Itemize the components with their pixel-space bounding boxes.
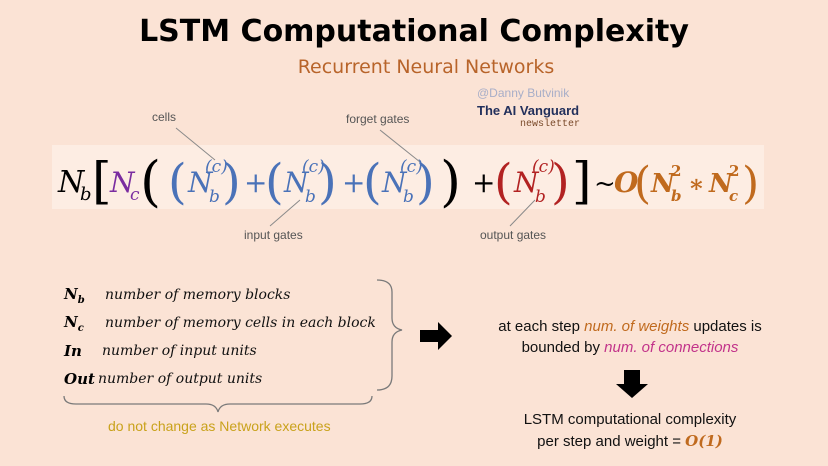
formula-rbracket: ] bbox=[572, 152, 592, 210]
formula-t2-n: N bbox=[283, 166, 310, 199]
arrow-right-icon bbox=[420, 322, 452, 350]
def-symbol-nb: Nb bbox=[64, 285, 85, 306]
callout-line-input bbox=[269, 199, 301, 227]
formula-o-nb-sub: b bbox=[671, 187, 682, 205]
callout-output-gates: output gates bbox=[480, 228, 547, 242]
definitions-under-brace bbox=[63, 395, 373, 413]
formula-t3-n: N bbox=[381, 166, 408, 199]
formula-o-star: ∗ bbox=[688, 169, 705, 198]
formula-band bbox=[52, 145, 764, 209]
formula-t2-sub: b bbox=[305, 187, 316, 207]
formula-t3-sup: (c) bbox=[400, 157, 423, 177]
watermark-brand: The AI Vanguard bbox=[477, 103, 580, 118]
formula-t4-rp: ) bbox=[551, 154, 570, 210]
formula-o-nb: N bbox=[650, 169, 676, 199]
formula-o-nb-sq: 2 bbox=[671, 162, 681, 180]
formula-tilde: ~ bbox=[594, 169, 616, 199]
arrow-down-icon bbox=[616, 370, 648, 398]
definition-row-nc: Nc bbox=[64, 313, 84, 334]
right-line-1: at each step num. of weights updates is bbox=[498, 318, 762, 335]
def-symbol-nc: Nc bbox=[64, 313, 84, 334]
page-subtitle: Recurrent Neural Networks bbox=[297, 56, 555, 78]
definition-row-nb: Nb bbox=[64, 285, 85, 306]
callout-line-cells bbox=[175, 127, 216, 161]
formula-t4-lp: ( bbox=[494, 154, 513, 210]
def-text-in: number of input units bbox=[102, 343, 257, 359]
callout-cells: cells bbox=[152, 110, 177, 124]
formula-t3-sub: b bbox=[403, 187, 414, 207]
formula-t1-rp: ) bbox=[222, 154, 241, 210]
def-symbol-out: Out bbox=[64, 370, 95, 388]
formula-o-nc-sub: c bbox=[729, 187, 738, 205]
callout-input-gates: input gates bbox=[244, 228, 303, 242]
formula-t1-sub: b bbox=[209, 187, 220, 207]
formula-plus-3: + bbox=[472, 166, 495, 199]
formula-big-o: O bbox=[614, 166, 639, 199]
note-unchanged: do not change as Network executes bbox=[108, 418, 331, 434]
watermark-handle: @Danny Butvinik bbox=[477, 86, 570, 100]
formula-t3-lp: ( bbox=[363, 154, 382, 210]
formula-o-lp: ( bbox=[634, 158, 651, 209]
formula-t4-n: N bbox=[513, 166, 540, 199]
page-title: LSTM Computational Complexity bbox=[139, 14, 689, 49]
callout-line-output bbox=[509, 199, 536, 227]
formula-o-nc-sq: 2 bbox=[729, 162, 739, 180]
formula-o-rp: ) bbox=[742, 158, 759, 209]
formula-plus-1: + bbox=[244, 166, 267, 199]
formula-plus-2: + bbox=[342, 166, 365, 199]
right-line-4: per step and weight = O(1) bbox=[537, 432, 723, 450]
callout-forget-gates: forget gates bbox=[346, 112, 410, 126]
def-text-out: number of output units bbox=[98, 371, 263, 387]
formula-t4-sub: b bbox=[535, 187, 546, 207]
formula-nb: N bbox=[57, 165, 86, 200]
definitions-right-brace bbox=[376, 279, 403, 391]
def-text-nb: number of memory blocks bbox=[105, 287, 291, 303]
formula-nb-sub: b bbox=[80, 184, 92, 205]
right-line-3: LSTM computational complexity bbox=[523, 411, 737, 428]
formula-t4-sup: (c) bbox=[532, 157, 555, 177]
formula-outer-rparen: ) bbox=[440, 150, 461, 213]
formula-t3-rp: ) bbox=[416, 154, 435, 210]
formula-t2-sup: (c) bbox=[302, 157, 325, 177]
formula-t1-n: N bbox=[187, 166, 214, 199]
formula-nc-sub: c bbox=[130, 185, 140, 205]
def-text-nc: number of memory cells in each block bbox=[105, 315, 376, 331]
def-symbol-in: In bbox=[64, 342, 82, 360]
formula-o-nc: N bbox=[708, 169, 734, 199]
callout-line-forget bbox=[379, 129, 421, 163]
formula-t1-lp: ( bbox=[168, 154, 187, 210]
formula-lbracket: [ bbox=[92, 152, 112, 210]
formula-nc: N bbox=[109, 166, 136, 199]
right-line-2: bounded by num. of connections bbox=[521, 339, 739, 356]
formula-t2-lp: ( bbox=[265, 154, 284, 210]
formula-outer-lparen: ( bbox=[140, 150, 161, 213]
formula-t1-sup: (c) bbox=[205, 157, 228, 177]
watermark-tag: newsletter bbox=[520, 119, 581, 130]
formula-t2-rp: ) bbox=[318, 154, 337, 210]
